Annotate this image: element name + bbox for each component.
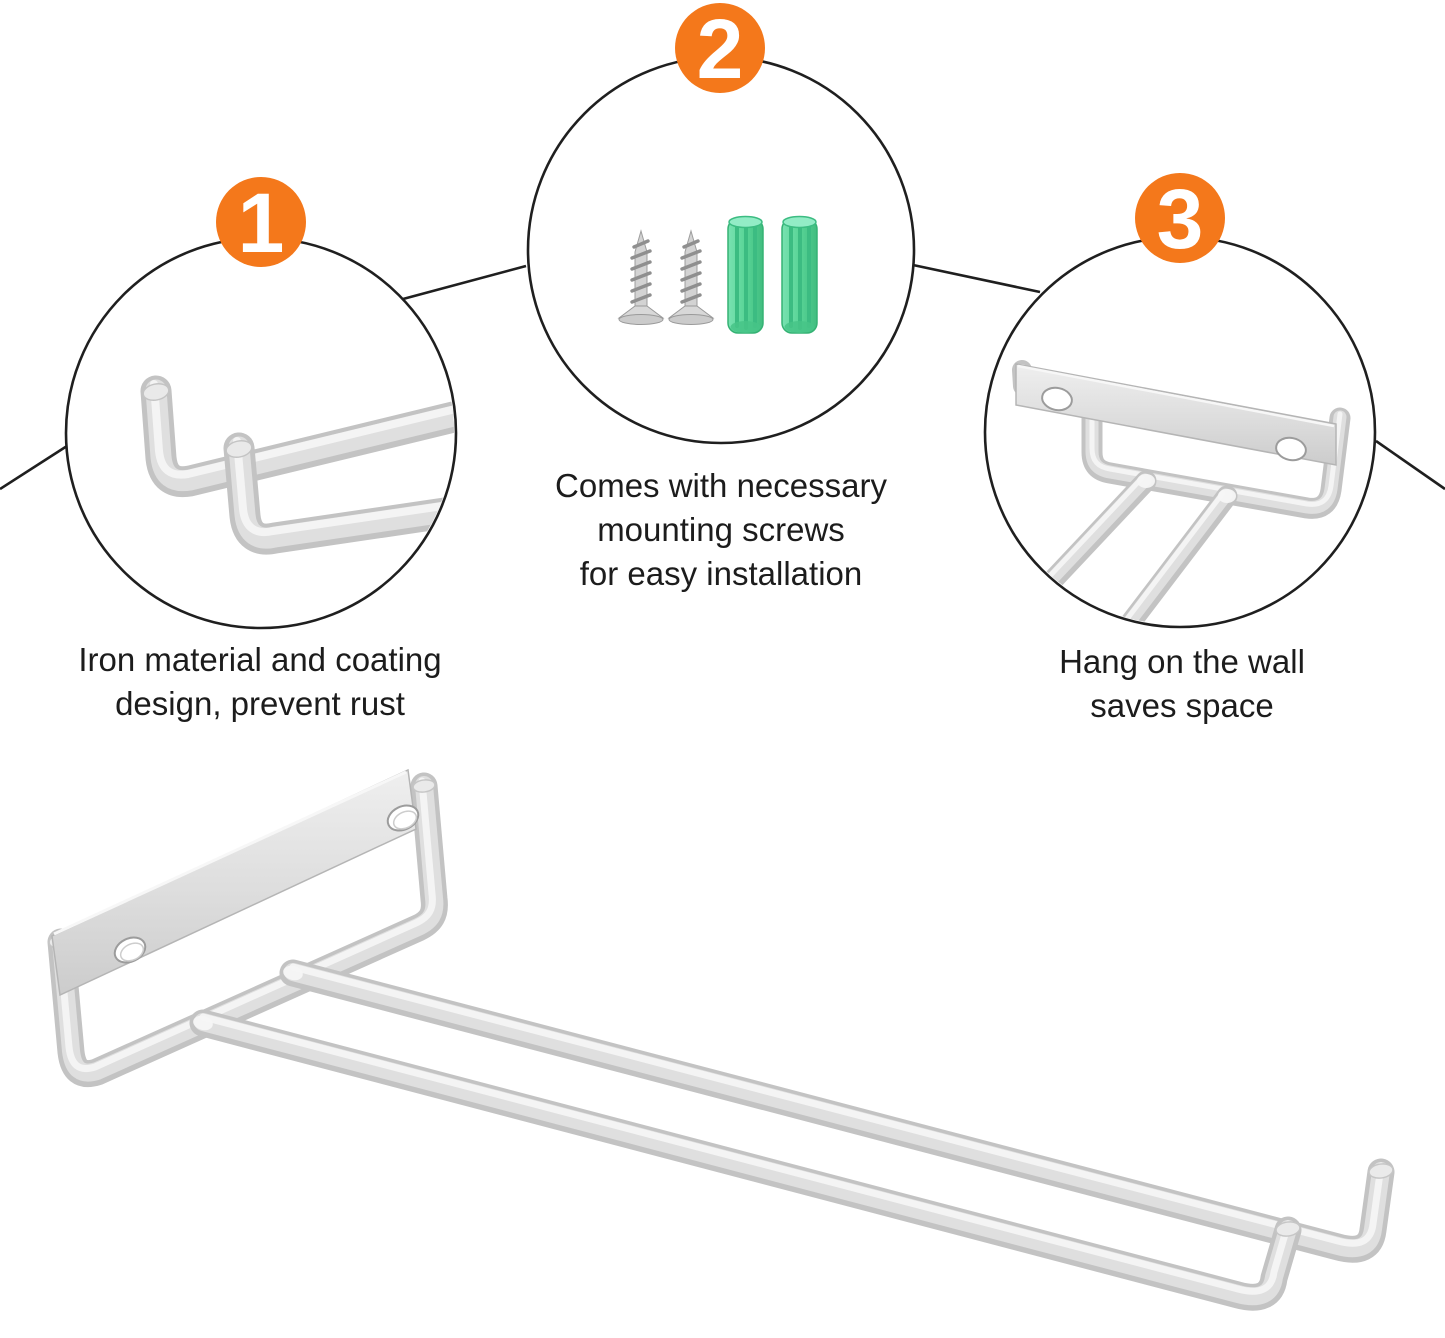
screw-hole — [1041, 386, 1073, 412]
rack-front-rail — [189, 1009, 1302, 1311]
step-badge-2: 2 — [675, 2, 765, 96]
weld-joint — [1218, 489, 1236, 503]
caption-iron-material: Iron material and coating design, preven… — [78, 641, 442, 722]
screw-hole — [1275, 436, 1307, 462]
weld-joint — [1137, 474, 1155, 488]
rack-crossbar — [47, 772, 448, 1088]
step-badge-1: 1 — [216, 176, 306, 270]
screw-hole — [386, 804, 420, 832]
rack-back-rail — [279, 959, 1395, 1263]
step-number: 2 — [696, 2, 744, 96]
feature-circle-wall-bracket — [983, 235, 1377, 629]
weld-joint — [193, 1015, 213, 1031]
circle-outline — [526, 55, 916, 445]
step-badge-3: 3 — [1135, 172, 1225, 266]
feature-circle-hook-detail — [64, 236, 458, 630]
caption-mounting-screws: Comes with necessary mounting screws for… — [555, 467, 887, 592]
rack-mounting-plate — [51, 768, 420, 997]
step-number: 3 — [1156, 172, 1204, 266]
connector-line — [402, 264, 527, 301]
feature-circle-mounting-hardware — [526, 55, 916, 445]
connector-line — [0, 444, 68, 491]
screw-hole — [113, 936, 147, 964]
hook-ends-illustration — [140, 375, 454, 555]
step-number: 1 — [237, 176, 285, 270]
connector-lines — [0, 263, 1445, 491]
caption-hang-wall: Hang on the wall saves space — [1059, 643, 1305, 724]
connector-line — [912, 263, 1041, 294]
weld-joint — [283, 965, 303, 981]
connector-line — [1375, 439, 1445, 491]
product-photo — [47, 768, 1395, 1311]
